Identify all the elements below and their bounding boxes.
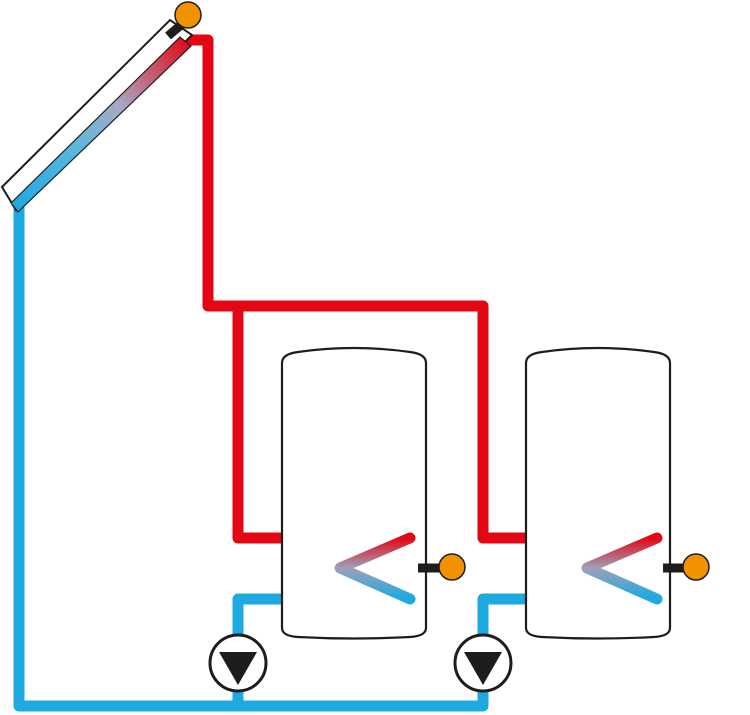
collector-hot-supply-pipe bbox=[179, 34, 663, 544]
collector-sensor bbox=[174, 1, 202, 29]
tank-1-sensor bbox=[438, 553, 466, 581]
collector-absorber bbox=[10, 36, 192, 213]
tank-1-heat-exchanger-coil bbox=[334, 532, 416, 605]
tank-1-body bbox=[280, 346, 428, 640]
collector-frame bbox=[0, 18, 194, 212]
tank-2-body bbox=[524, 346, 672, 640]
circulation-pump-1 bbox=[208, 633, 268, 693]
storage-tank-2 bbox=[524, 346, 710, 640]
storage-tank-1 bbox=[280, 346, 466, 640]
tank-2-heat-exchanger-coil bbox=[581, 532, 663, 605]
collector-cold-return-pipe bbox=[13, 199, 489, 712]
collector-sensor-stem bbox=[165, 21, 184, 40]
pump-2-direction-triangle-icon bbox=[464, 652, 502, 685]
solar-collector bbox=[0, 1, 202, 213]
pump-1-direction-triangle-icon bbox=[219, 652, 257, 685]
tank-2-sensor bbox=[682, 553, 710, 581]
circulation-pump-2 bbox=[453, 633, 513, 693]
